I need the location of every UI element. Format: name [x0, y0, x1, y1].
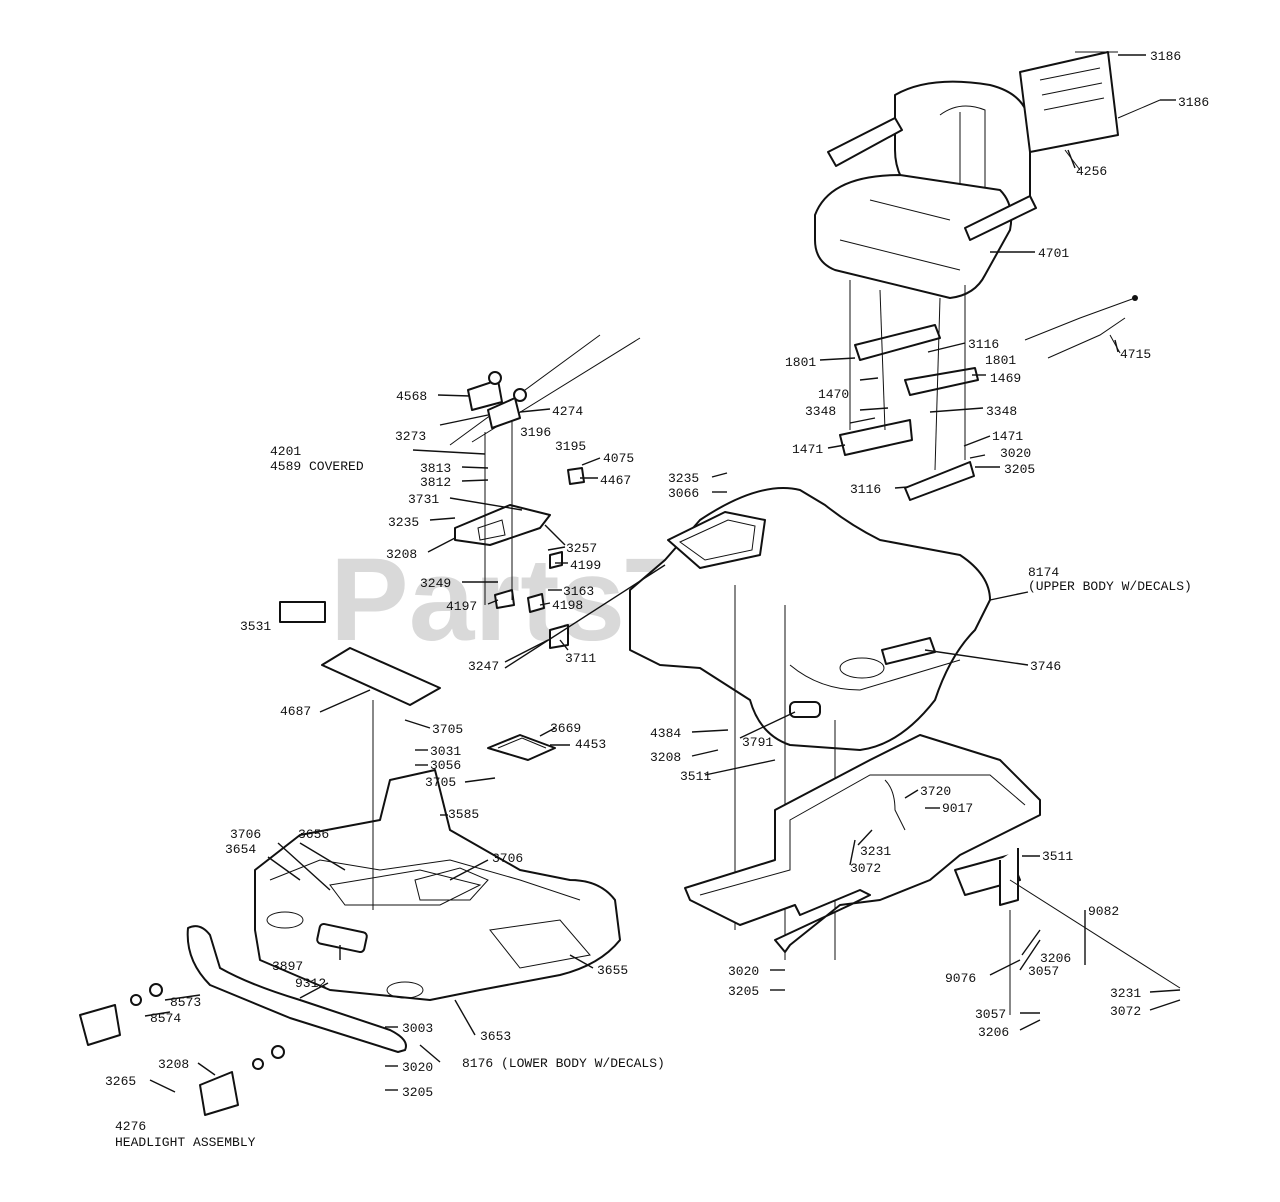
part-label-3653: 3653	[480, 1029, 511, 1044]
part-label-3196: 3196	[520, 425, 551, 440]
part-label-3206-a: 3206	[1040, 951, 1071, 966]
part-label-3208-lever: 3208	[386, 547, 417, 562]
part-label-8574: 8574	[150, 1011, 181, 1026]
part-label-4467: 4467	[600, 473, 631, 488]
part-label-3206-b: 3206	[978, 1025, 1009, 1040]
part-label-3057-b: 3057	[975, 1007, 1006, 1022]
upper-body-note: (UPPER BODY W/DECALS)	[1028, 579, 1192, 594]
headlight-assembly-label: HEADLIGHT ASSEMBLY	[115, 1135, 256, 1150]
seat-assembly	[814, 51, 1161, 501]
part-label-4715: 4715	[1120, 347, 1151, 362]
part-label-4384: 4384	[650, 726, 681, 741]
frame-assembly	[684, 734, 1181, 1015]
part-label-3257: 3257	[566, 541, 597, 556]
part-label-3655: 3655	[597, 963, 628, 978]
part-label-3706-a: 3706	[230, 827, 261, 842]
part-label-3186-top: 3186	[1150, 49, 1181, 64]
part-label-3057-a: 3057	[1028, 964, 1059, 979]
part-label-3706-b: 3706	[492, 851, 523, 866]
part-label-4197: 4197	[446, 599, 477, 614]
part-label-3669: 3669	[550, 721, 581, 736]
part-label-1470: 1470	[818, 387, 849, 402]
part-label-3746: 3746	[1030, 659, 1061, 674]
part-label-3705-b: 3705	[425, 775, 456, 790]
part-label-8573: 8573	[170, 995, 201, 1010]
part-label-3072-b: 3072	[1110, 1004, 1141, 1019]
part-label-3705-a: 3705	[432, 722, 463, 737]
part-label-3585: 3585	[448, 807, 479, 822]
part-label-3186-bottom: 3186	[1178, 95, 1209, 110]
part-label-4198: 4198	[552, 598, 583, 613]
part-label-3273: 3273	[395, 429, 426, 444]
part-label-3205-frame: 3205	[728, 984, 759, 999]
part-label-3531: 3531	[240, 619, 271, 634]
part-label-3205-lower: 3205	[402, 1085, 433, 1100]
part-label-3731: 3731	[408, 492, 439, 507]
part-label-1801-right: 1801	[985, 353, 1016, 368]
leader-lines	[144, 54, 1181, 1093]
part-label-3511-frame: 3511	[1042, 849, 1073, 864]
part-label-3897: 3897	[272, 959, 303, 974]
part-label-3265: 3265	[105, 1074, 136, 1089]
part-label-3072-frame: 3072	[850, 861, 881, 876]
part-label-8176: 8176 (LOWER BODY W/DECALS)	[462, 1056, 665, 1071]
part-label-3235-upper: 3235	[668, 471, 699, 486]
part-label-3208-head: 3208	[158, 1057, 189, 1072]
part-label-4256: 4256	[1076, 164, 1107, 179]
part-label-4453: 4453	[575, 737, 606, 752]
part-label-3235-lever: 3235	[388, 515, 419, 530]
part-label-4199: 4199	[570, 558, 601, 573]
part-label-4274: 4274	[552, 404, 583, 419]
part-label-9017: 9017	[942, 801, 973, 816]
part-label-3791: 3791	[742, 735, 773, 750]
part-label-1471-left: 1471	[792, 442, 823, 457]
part-label-3656: 3656	[298, 827, 329, 842]
part-label-3812: 3812	[420, 475, 451, 490]
part-label-3511-upper: 3511	[680, 769, 711, 784]
part-label-3066: 3066	[668, 486, 699, 501]
lower-body	[79, 601, 621, 1116]
part-label-1469: 1469	[990, 371, 1021, 386]
part-label-1801-left: 1801	[785, 355, 816, 370]
part-label-3116-top: 3116	[968, 337, 999, 352]
lever-assembly	[449, 334, 641, 649]
part-label-9312: 9312	[295, 976, 326, 991]
part-label-1471-right: 1471	[992, 429, 1023, 444]
part-label-4568: 4568	[396, 389, 427, 404]
part-label-3247: 3247	[468, 659, 499, 674]
part-label-3208-upper: 3208	[650, 750, 681, 765]
part-label-9082: 9082	[1088, 904, 1119, 919]
part-label-3348-right: 3348	[986, 404, 1017, 419]
part-label-3020-lower: 3020	[402, 1060, 433, 1075]
part-label-3020-seat: 3020	[1000, 446, 1031, 461]
part-label-3231-b: 3231	[1110, 986, 1141, 1001]
part-label-3711: 3711	[565, 651, 596, 666]
part-label-4687: 4687	[280, 704, 311, 719]
part-label-3205-seat: 3205	[1004, 462, 1035, 477]
part-label-3654: 3654	[225, 842, 256, 857]
part-label-4589: 4589 COVERED	[270, 459, 364, 474]
part-label-4701: 4701	[1038, 246, 1069, 261]
part-label-3720: 3720	[920, 784, 951, 799]
part-label-3163: 3163	[563, 584, 594, 599]
part-label-3056: 3056	[430, 758, 461, 773]
part-label-4201: 4201	[270, 444, 301, 459]
part-label-3813: 3813	[420, 461, 451, 476]
part-label-3020-frame: 3020	[728, 964, 759, 979]
part-label-3031: 3031	[430, 744, 461, 759]
part-label-4075: 4075	[603, 451, 634, 466]
part-label-3348-left: 3348	[805, 404, 836, 419]
part-label-3116-bottom: 3116	[850, 482, 881, 497]
part-label-3249: 3249	[420, 576, 451, 591]
part-label-4276: 4276	[115, 1119, 146, 1134]
part-label-3231-frame: 3231	[860, 844, 891, 859]
part-label-8174: 8174	[1028, 565, 1059, 580]
part-label-9076: 9076	[945, 971, 976, 986]
part-label-3195: 3195	[555, 439, 586, 454]
part-label-3003: 3003	[402, 1021, 433, 1036]
part-labels: 3186 3186 4256 4701 4715 3116 1801 1801 …	[105, 49, 1209, 1150]
